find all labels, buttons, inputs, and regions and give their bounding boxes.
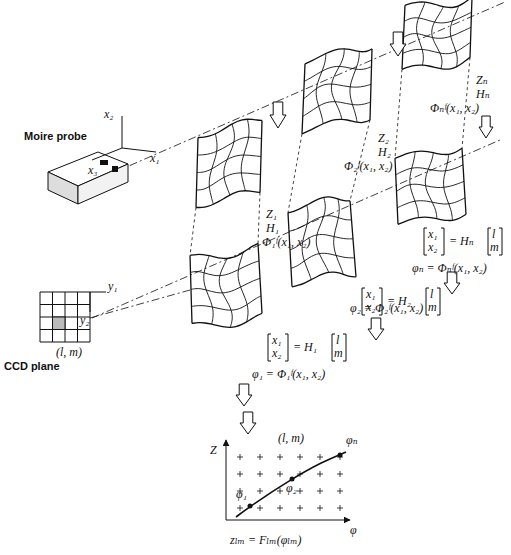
axis-y1 (90, 292, 106, 293)
matrix-bracket (437, 288, 440, 315)
phase-map-label: Φ₂ᶠ(x₁, x₂) (344, 160, 392, 173)
matrix-entry: x₁ (428, 228, 438, 241)
projection-line (288, 134, 302, 213)
point-label: φ₁ (236, 488, 247, 501)
equation: φ₂ = Φ₂ᶠ(x₁, x₂) (350, 302, 423, 315)
projection-line (395, 69, 402, 158)
phase-map-label: Φ₁ᶠ(x₁, x₂) (262, 236, 310, 249)
axis-label: y₁ (108, 280, 118, 293)
down-arrow (236, 384, 252, 406)
depth-label: Zₙ (476, 74, 488, 87)
matrix-entry: m (334, 347, 343, 360)
matrix-bracket (285, 334, 288, 361)
equation: φ₁ = Φ₁ᶠ(x₁, x₂) (252, 368, 325, 381)
projection-line (258, 193, 260, 244)
matrix-entry: l (492, 228, 495, 241)
matrix-label: Hₙ (476, 88, 490, 101)
down-arrow (390, 32, 406, 56)
equation: = Hₙ (449, 235, 474, 248)
matrix-entry: m (428, 301, 437, 314)
object-surface (302, 49, 372, 134)
matrix-entry: x₁ (272, 334, 282, 347)
image-surface (190, 243, 262, 327)
matrix-bracket (424, 228, 427, 255)
matrix-bracket (441, 228, 444, 255)
matrix-entry: l (430, 288, 433, 301)
matrix-entry: m (490, 241, 499, 254)
optical-axis (115, 2, 505, 172)
object-surface (402, 0, 472, 69)
matrix-label: H₁ (266, 222, 279, 235)
probe-body (48, 152, 128, 204)
part-name: CCD plane (4, 360, 60, 372)
down-arrow (240, 412, 256, 434)
down-arrow (270, 102, 286, 128)
calibration-curve (236, 452, 346, 517)
depth-label: Z₂ (378, 132, 389, 145)
axis-label: Z (210, 444, 217, 457)
down-arrow (368, 318, 384, 340)
part-name: Moire probe (24, 130, 87, 142)
equation: zₗₘ = Fₗₘ(φₗₘ) (230, 534, 302, 547)
point-label: φ₂ (286, 482, 297, 495)
image-surface (395, 148, 466, 224)
pixel-label: (l, m) (56, 346, 82, 359)
projection-line (190, 208, 196, 256)
calibration-point (248, 504, 253, 509)
down-arrow (444, 272, 460, 294)
point-label: φₙ (346, 434, 358, 447)
matrix-entry: l (336, 334, 339, 347)
phase-map-label: Φₙᶠ(x₁, x₂) (430, 102, 479, 115)
calibration-point (290, 477, 295, 482)
matrix-label: H₂ (378, 146, 391, 159)
image-axis (92, 140, 500, 318)
axis-label: x₁ (150, 152, 160, 165)
pixel-label: (l, m) (278, 432, 304, 445)
matrix-bracket (268, 334, 271, 361)
down-arrow (479, 116, 493, 138)
matrix-entry: x₂ (272, 347, 282, 360)
axis-x2 (122, 116, 123, 148)
ccd-grid (40, 292, 90, 342)
matrix-entry: x₁ (366, 288, 376, 301)
calibration-point (338, 453, 343, 458)
calibration-graph (226, 440, 350, 520)
matrix-entry: x₂ (428, 241, 438, 254)
equation: = H₁ (293, 341, 317, 354)
image-axis (90, 290, 190, 318)
matrix-bracket (343, 334, 346, 361)
object-surface (196, 119, 262, 207)
depth-label: Z₁ (266, 208, 277, 221)
matrix-bracket (499, 228, 502, 255)
axis-label: x₂ (104, 108, 114, 121)
axis-y2 (90, 292, 91, 312)
axis-x3 (92, 148, 122, 160)
axis-label: y₂ (80, 314, 90, 327)
equation: φₙ = Φₙᶠ(x₁, x₂) (412, 262, 487, 275)
axis-label: φ (350, 524, 357, 537)
axis-label: x₃ (88, 164, 98, 177)
